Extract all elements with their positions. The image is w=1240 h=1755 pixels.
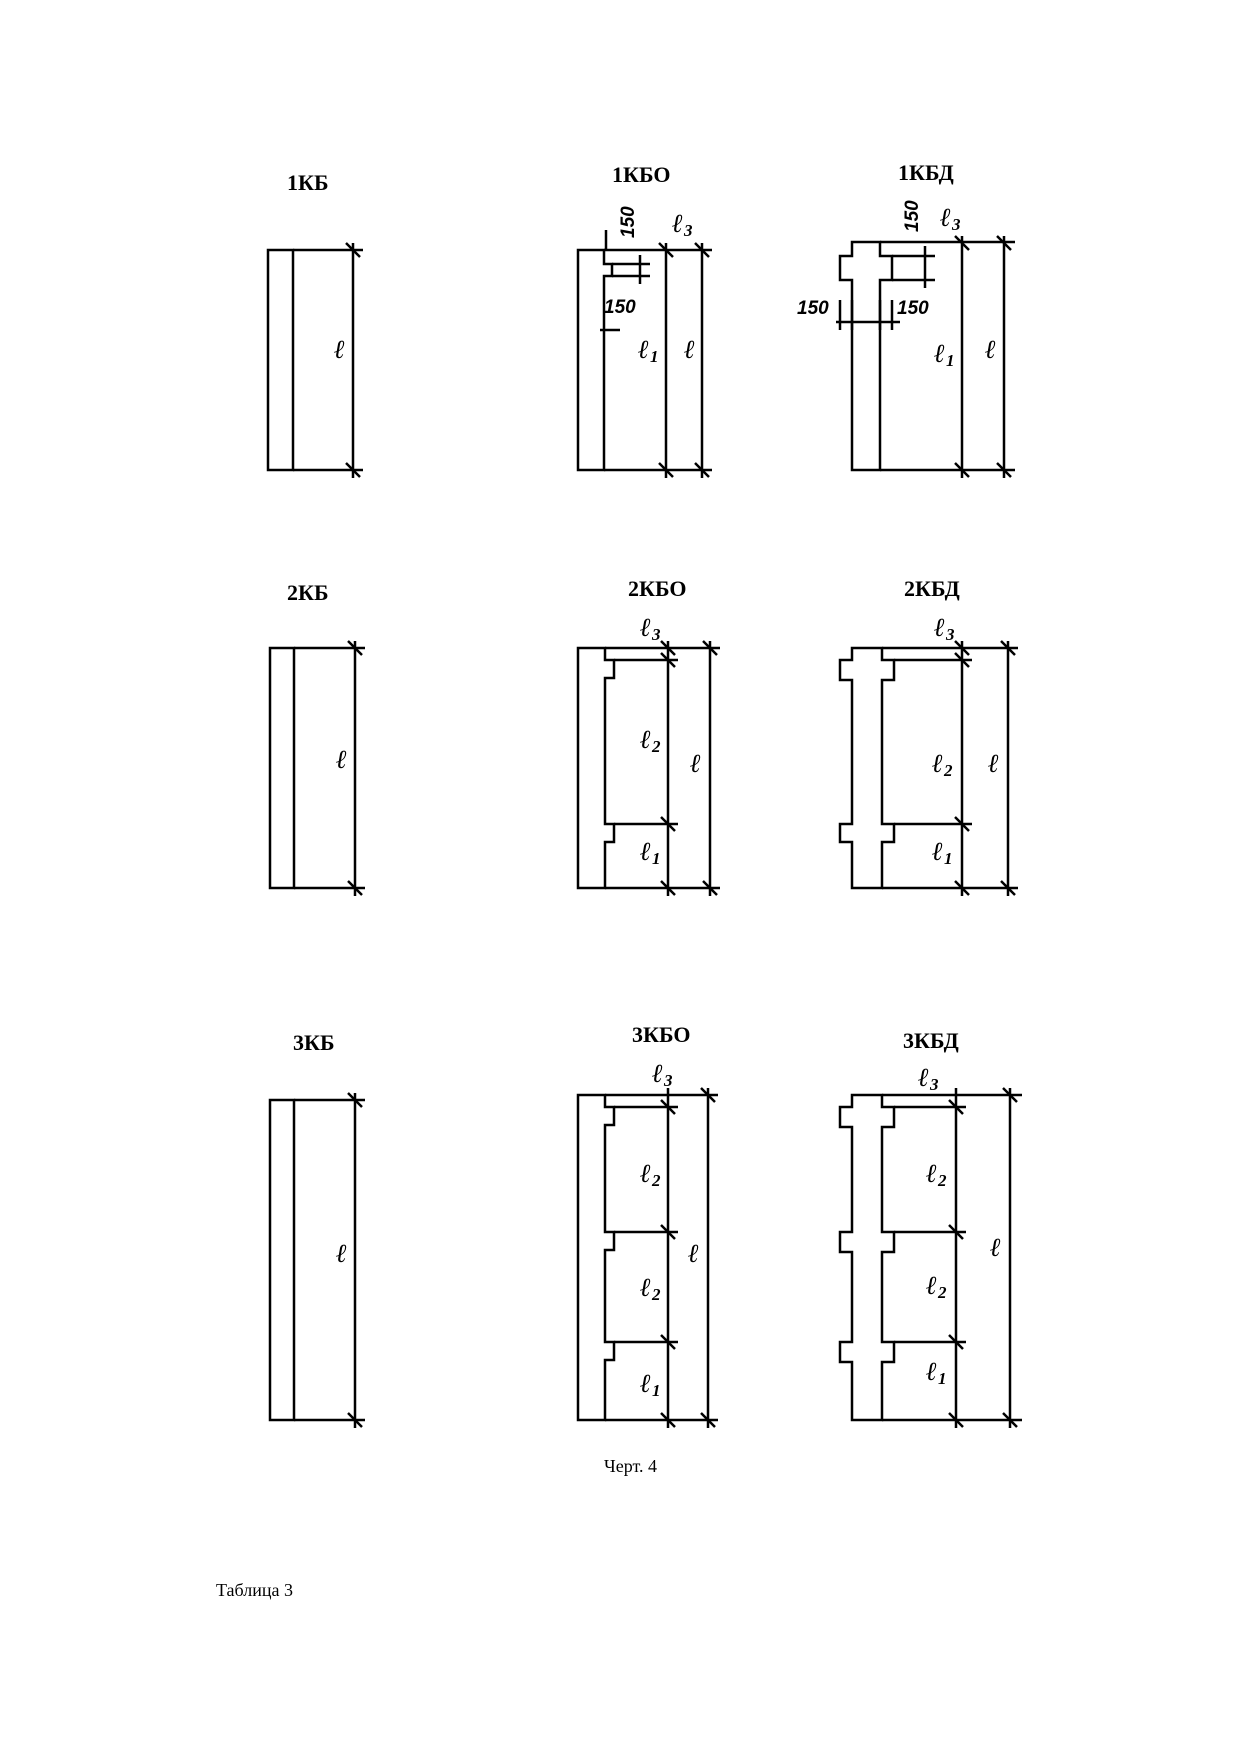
dim-l-3kbo: ℓ	[688, 1239, 699, 1268]
dim-l1-2kbd: ℓ	[932, 837, 943, 866]
dim-150-right-1kbd: 150	[897, 298, 929, 319]
dim-l-3kbd: ℓ	[990, 1233, 1001, 1262]
svg-text:3: 3	[663, 1071, 673, 1090]
svg-text:2: 2	[651, 1285, 661, 1304]
dim-l3-1kbo: ℓ	[672, 209, 683, 238]
dim-l2-2kbo: ℓ	[640, 725, 651, 754]
label-3kbd: 3КБД	[903, 1028, 959, 1053]
dim-150-top-1kbo: 150	[618, 206, 639, 238]
figure-caption: Черт. 4	[604, 1456, 657, 1476]
dim-l1-3kbo: ℓ	[640, 1369, 651, 1398]
label-1kb: 1КБ	[287, 170, 329, 195]
svg-text:3: 3	[651, 625, 661, 644]
dim-l1-2kbo: ℓ	[640, 837, 651, 866]
beam-1kbd: 1КБД 150 150 150 ℓ 3 ℓ 1 ℓ	[797, 160, 1015, 478]
svg-text:3: 3	[929, 1075, 939, 1094]
beam-2kb: 2КБ ℓ	[268, 580, 365, 896]
beam-3kbd: 3КБД ℓ 3 ℓ 2 ℓ 2 ℓ 1 ℓ	[838, 1028, 1022, 1428]
dim-l3-3kbo: ℓ	[652, 1059, 663, 1088]
svg-text:2: 2	[651, 737, 661, 756]
svg-text:1: 1	[652, 1381, 661, 1400]
dim-l2a-3kbo: ℓ	[640, 1159, 651, 1188]
svg-text:3: 3	[945, 625, 955, 644]
table-label: Таблица 3	[216, 1580, 293, 1600]
dim-l3-2kbo: ℓ	[640, 613, 651, 642]
beam-3kb: 3КБ ℓ	[268, 1030, 365, 1428]
beam-1kb: 1КБ ℓ	[266, 170, 363, 478]
dim-l1-1kbo: ℓ	[638, 335, 649, 364]
dim-l-1kbo: ℓ	[684, 335, 695, 364]
svg-text:2: 2	[943, 761, 953, 780]
svg-text:2: 2	[937, 1283, 947, 1302]
dim-l-1kb: ℓ	[334, 335, 345, 364]
dim-l-2kbo: ℓ	[690, 749, 701, 778]
label-1kbd: 1КБД	[898, 160, 954, 185]
svg-text:1: 1	[944, 849, 953, 868]
label-1kbo: 1КБО	[612, 162, 670, 187]
dim-l3-3kbd: ℓ	[918, 1063, 929, 1092]
svg-text:1: 1	[938, 1369, 947, 1388]
dim-150-side-1kbo: 150	[604, 297, 636, 318]
label-2kbo: 2КБО	[628, 576, 686, 601]
beam-2kbo: 2КБО ℓ 3 ℓ 2 ℓ 1 ℓ	[576, 576, 720, 896]
svg-text:2: 2	[937, 1171, 947, 1190]
label-3kb: 3КБ	[293, 1030, 335, 1055]
dim-l3-2kbd: ℓ	[934, 613, 945, 642]
dim-l-1kbd: ℓ	[985, 335, 996, 364]
dim-150-top-1kbd: 150	[902, 200, 923, 232]
dim-l3-1kbd: ℓ	[940, 203, 951, 232]
dim-l2-2kbd: ℓ	[932, 749, 943, 778]
dim-l1-1kbd: ℓ	[934, 339, 945, 368]
dim-l2b-3kbd: ℓ	[926, 1271, 937, 1300]
dim-l1-3kbd: ℓ	[926, 1357, 937, 1386]
label-2kb: 2КБ	[287, 580, 329, 605]
dim-150-left-1kbd: 150	[797, 298, 829, 319]
dim-l2a-3kbd: ℓ	[926, 1159, 937, 1188]
svg-text:3: 3	[951, 215, 961, 234]
svg-text:1: 1	[650, 347, 659, 366]
dim-l-2kb: ℓ	[336, 745, 347, 774]
label-2kbd: 2КБД	[904, 576, 960, 601]
beam-1kbo: 1КБО 150 150 ℓ 3 ℓ 1 ℓ	[576, 162, 712, 478]
dim-l-2kbd: ℓ	[988, 749, 999, 778]
beam-3kbo: 3КБО ℓ 3 ℓ 2 ℓ 2 ℓ 1 ℓ	[576, 1022, 718, 1428]
beam-2kbd: 2КБД ℓ 3 ℓ 2 ℓ 1 ℓ	[838, 576, 1018, 896]
svg-text:2: 2	[651, 1171, 661, 1190]
svg-text:1: 1	[946, 351, 955, 370]
label-3kbo: 3КБО	[632, 1022, 690, 1047]
svg-text:3: 3	[683, 221, 693, 240]
dim-l-3kb: ℓ	[336, 1239, 347, 1268]
dim-l2b-3kbo: ℓ	[640, 1273, 651, 1302]
svg-text:1: 1	[652, 849, 661, 868]
